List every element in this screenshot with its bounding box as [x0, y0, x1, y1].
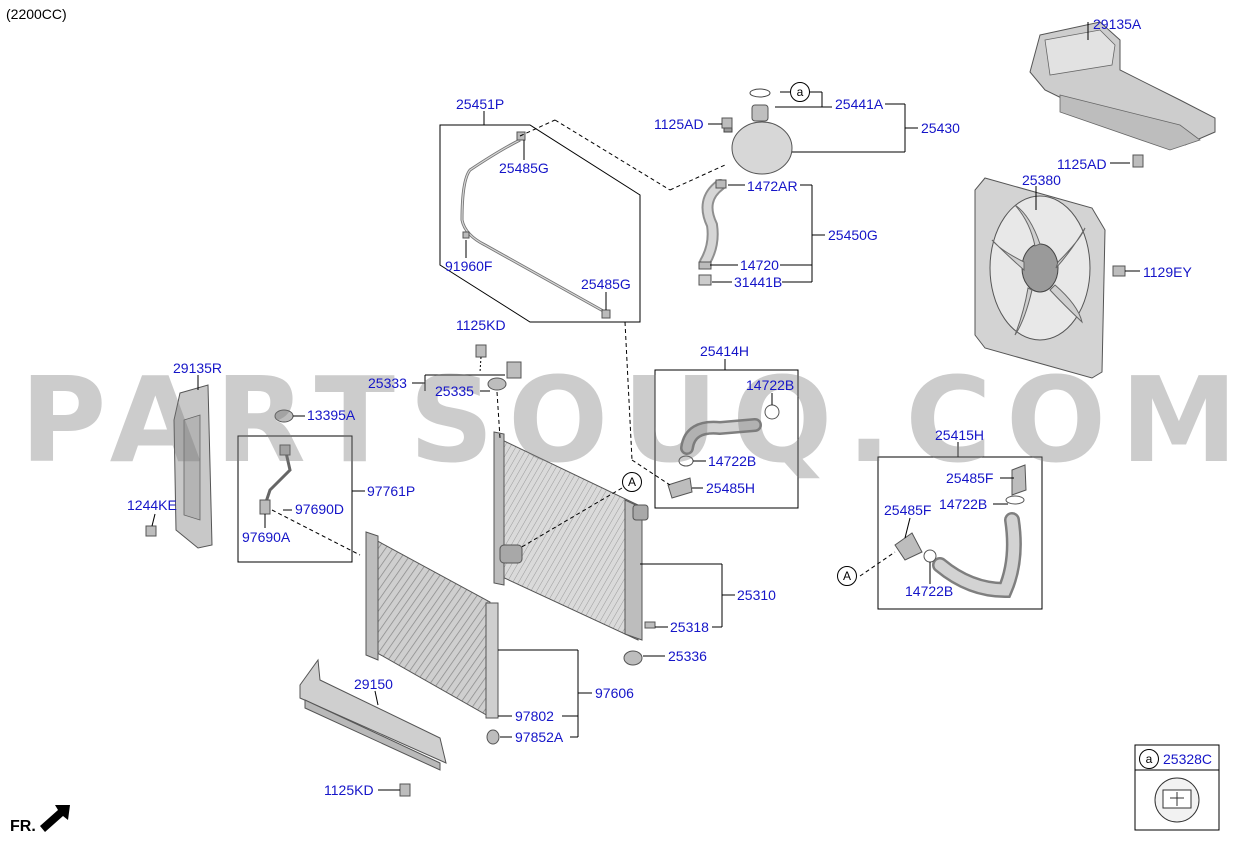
- part-callout-97690A[interactable]: 97690A: [242, 529, 291, 545]
- radiator-25310: [493, 431, 649, 641]
- part-callout-91960F[interactable]: 91960F: [445, 258, 493, 274]
- part-callout-25310[interactable]: 25310: [737, 587, 776, 603]
- ref-circle-a-top: a: [790, 82, 810, 102]
- part-callout-25485F-a[interactable]: 25485F: [946, 470, 994, 486]
- part-callout-1125KD-upper[interactable]: 1125KD: [456, 317, 506, 333]
- air-guard-upper-29135A: [1029, 21, 1216, 151]
- part-callout-97802[interactable]: 97802: [515, 708, 554, 724]
- part-callout-14722B-c[interactable]: 14722B: [939, 496, 988, 512]
- hose-box-25414H: [654, 369, 799, 509]
- part-callout-25328C[interactable]: 25328C: [1163, 751, 1213, 767]
- pipe-box-25451P: [439, 124, 641, 323]
- part-callout-25333[interactable]: 25333: [368, 375, 407, 391]
- part-callout-97690D[interactable]: 97690D: [295, 501, 345, 517]
- part-callout-1125AD-right[interactable]: 1125AD: [1057, 156, 1107, 172]
- part-callout-25485F-b[interactable]: 25485F: [884, 502, 932, 518]
- part-callout-1244KE[interactable]: 1244KE: [127, 497, 177, 513]
- part-callout-29150[interactable]: 29150: [354, 676, 393, 692]
- hose-25450G: [698, 179, 727, 286]
- part-callout-1125KD-lower[interactable]: 1125KD: [324, 782, 374, 798]
- front-marker-label: FR.: [10, 818, 36, 835]
- reservoir-tank-25430: [723, 88, 793, 175]
- front-arrow: [40, 805, 70, 832]
- part-callout-25451P[interactable]: 25451P: [456, 96, 505, 112]
- part-callout-25318[interactable]: 25318: [670, 619, 709, 635]
- part-callout-14720[interactable]: 14720: [740, 257, 779, 273]
- air-guard-lower-29150: [299, 658, 447, 771]
- part-callout-25485G-upper[interactable]: 25485G: [499, 160, 549, 176]
- part-callout-25430[interactable]: 25430: [921, 120, 960, 136]
- part-callout-14722B-a[interactable]: 14722B: [746, 377, 795, 393]
- ref-circle-A-right: A: [837, 566, 857, 586]
- part-callout-25450G[interactable]: 25450G: [828, 227, 878, 243]
- part-callout-97606[interactable]: 97606: [595, 685, 634, 701]
- part-callout-31441B[interactable]: 31441B: [734, 274, 783, 290]
- part-callout-13395A[interactable]: 13395A: [307, 407, 356, 423]
- part-callout-25414H[interactable]: 25414H: [700, 343, 750, 359]
- leader-lines: [151, 22, 1140, 791]
- part-callout-29135R[interactable]: 29135R: [173, 360, 223, 376]
- ref-circle-A-left: A: [622, 472, 642, 492]
- part-callout-25485G-lower[interactable]: 25485G: [581, 276, 631, 292]
- part-callout-29135A[interactable]: 29135A: [1093, 16, 1142, 32]
- sensor-box-97761P: [237, 435, 353, 563]
- part-callout-1472AR[interactable]: 1472AR: [747, 178, 798, 194]
- part-callout-25485H[interactable]: 25485H: [706, 480, 756, 496]
- fasteners: [145, 117, 1144, 797]
- ref-circle-a-legend: a: [1139, 749, 1159, 769]
- part-callout-25336[interactable]: 25336: [668, 648, 707, 664]
- part-callout-25441A[interactable]: 25441A: [835, 96, 884, 112]
- cooling-fan-25380: [974, 177, 1106, 379]
- part-callout-14722B-d[interactable]: 14722B: [905, 583, 954, 599]
- part-callout-1129EY[interactable]: 1129EY: [1143, 264, 1192, 280]
- part-callout-25335[interactable]: 25335: [435, 383, 474, 399]
- part-callout-1125AD-top[interactable]: 1125AD: [654, 116, 704, 132]
- condenser-97606: [365, 531, 499, 719]
- part-callout-14722B-b[interactable]: 14722B: [708, 453, 757, 469]
- hose-box-25415H: [877, 456, 1043, 610]
- variant-label: (2200CC): [6, 6, 67, 22]
- part-callout-25380[interactable]: 25380: [1022, 172, 1061, 188]
- air-guard-29135R: [173, 384, 213, 549]
- part-callout-25415H[interactable]: 25415H: [935, 427, 985, 443]
- part-callout-97852A[interactable]: 97852A: [515, 729, 564, 745]
- part-callout-97761P[interactable]: 97761P: [367, 483, 416, 499]
